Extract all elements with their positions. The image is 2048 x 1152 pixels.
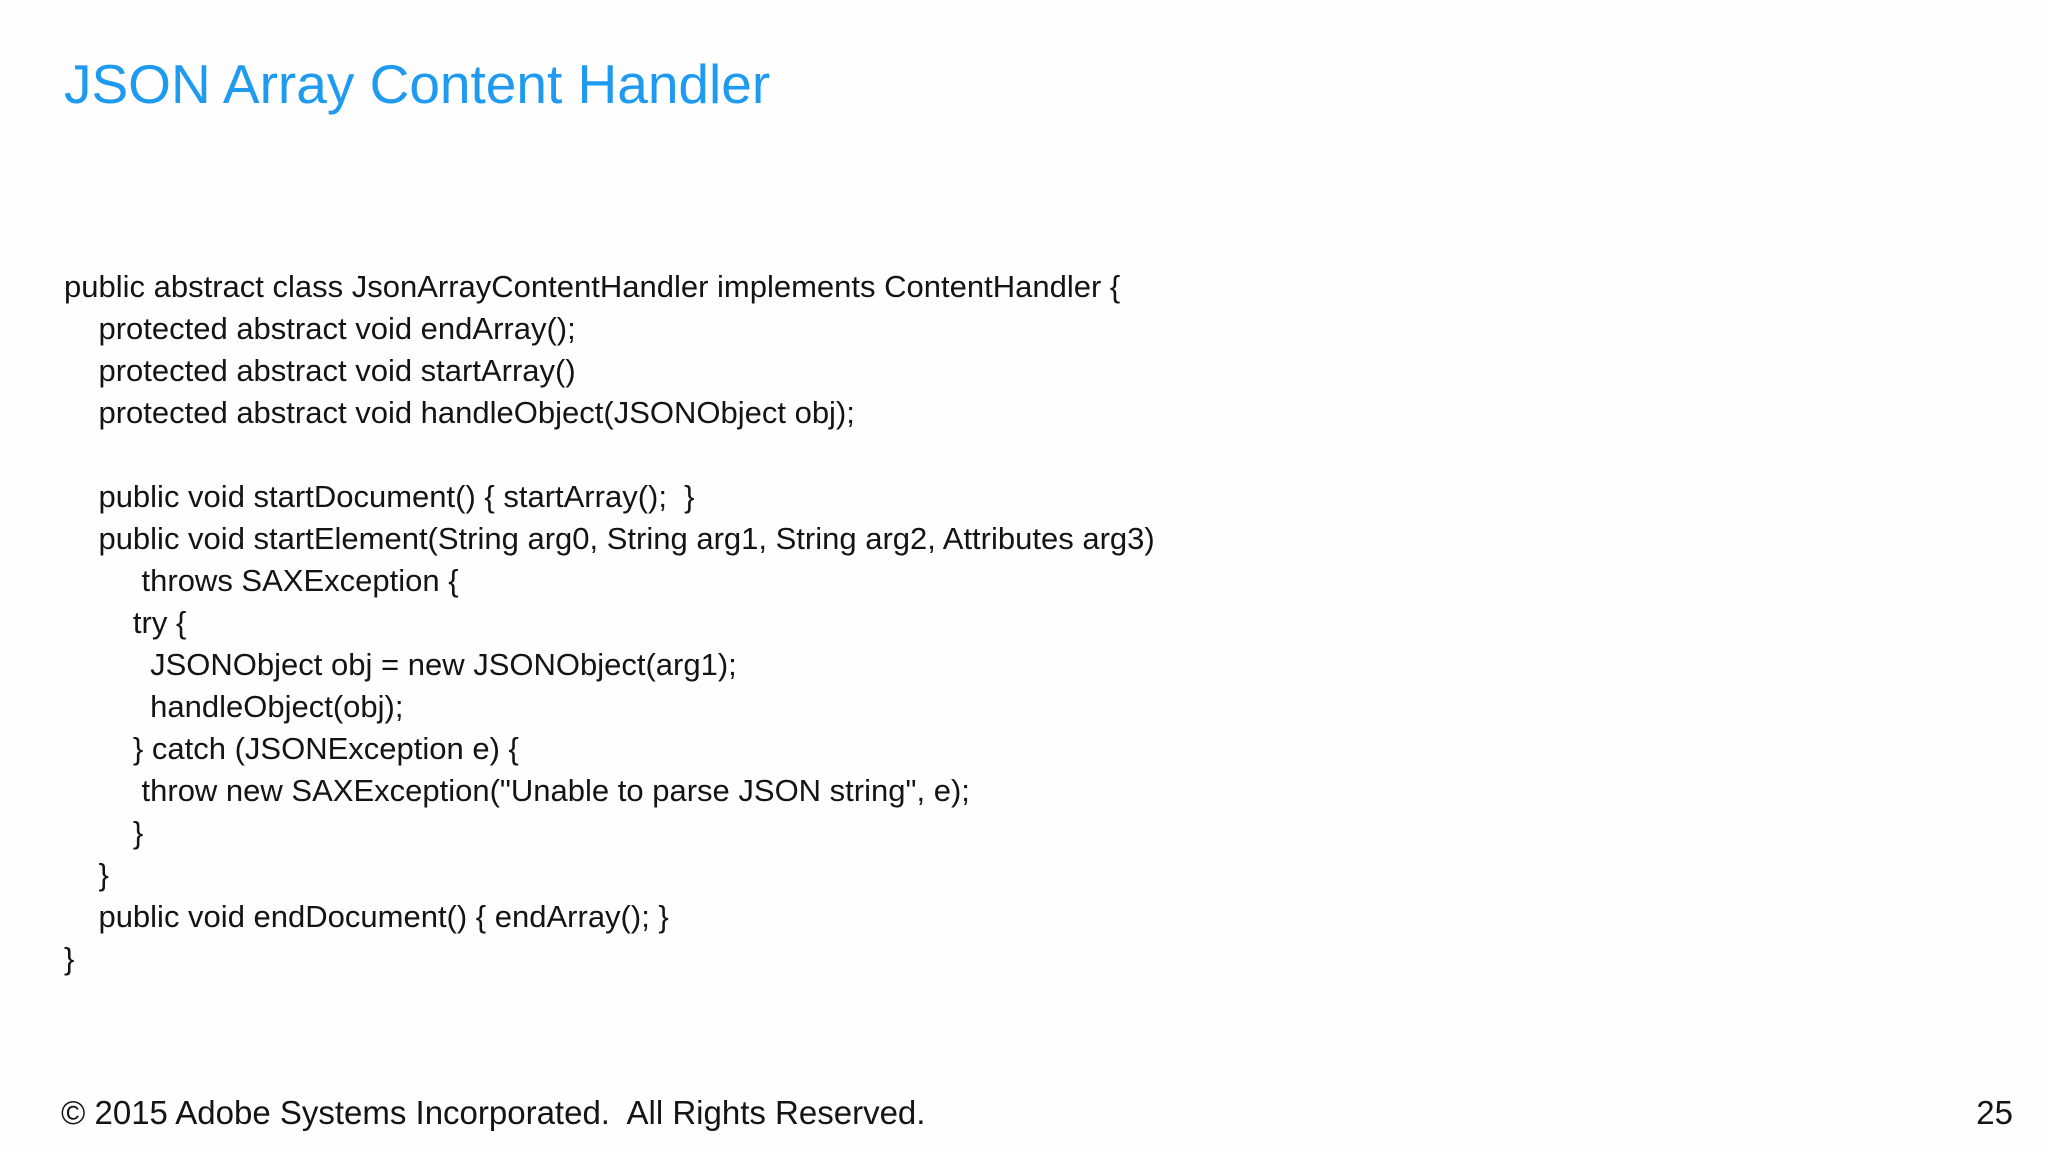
code-line: protected abstract void startArray() <box>64 353 576 388</box>
slide-footer: © 2015 Adobe Systems Incorporated. All R… <box>0 1094 2048 1136</box>
code-line: handleObject(obj); <box>64 689 404 724</box>
code-block: public abstract class JsonArrayContentHa… <box>64 266 1155 980</box>
page-number: 25 <box>1976 1094 2013 1131</box>
code-line: throw new SAXException("Unable to parse … <box>64 773 970 808</box>
code-line: protected abstract void handleObject(JSO… <box>64 395 855 430</box>
code-line: protected abstract void endArray(); <box>64 311 576 346</box>
code-line: } <box>64 857 109 892</box>
code-line: } <box>64 941 75 976</box>
code-line <box>64 434 1155 476</box>
code-line: try { <box>64 605 187 640</box>
code-line: public void startDocument() { startArray… <box>64 479 695 514</box>
code-line: JSONObject obj = new JSONObject(arg1); <box>64 647 737 682</box>
copyright-text: © 2015 Adobe Systems Incorporated. All R… <box>61 1094 926 1131</box>
code-line: } catch (JSONException e) { <box>64 731 519 766</box>
slide-title: JSON Array Content Handler <box>64 53 771 115</box>
code-line: } <box>64 815 144 850</box>
code-line: throws SAXException { <box>64 563 459 598</box>
code-line: public abstract class JsonArrayContentHa… <box>64 269 1121 304</box>
code-line: public void startElement(String arg0, St… <box>64 521 1155 556</box>
code-line: public void endDocument() { endArray(); … <box>64 899 669 934</box>
